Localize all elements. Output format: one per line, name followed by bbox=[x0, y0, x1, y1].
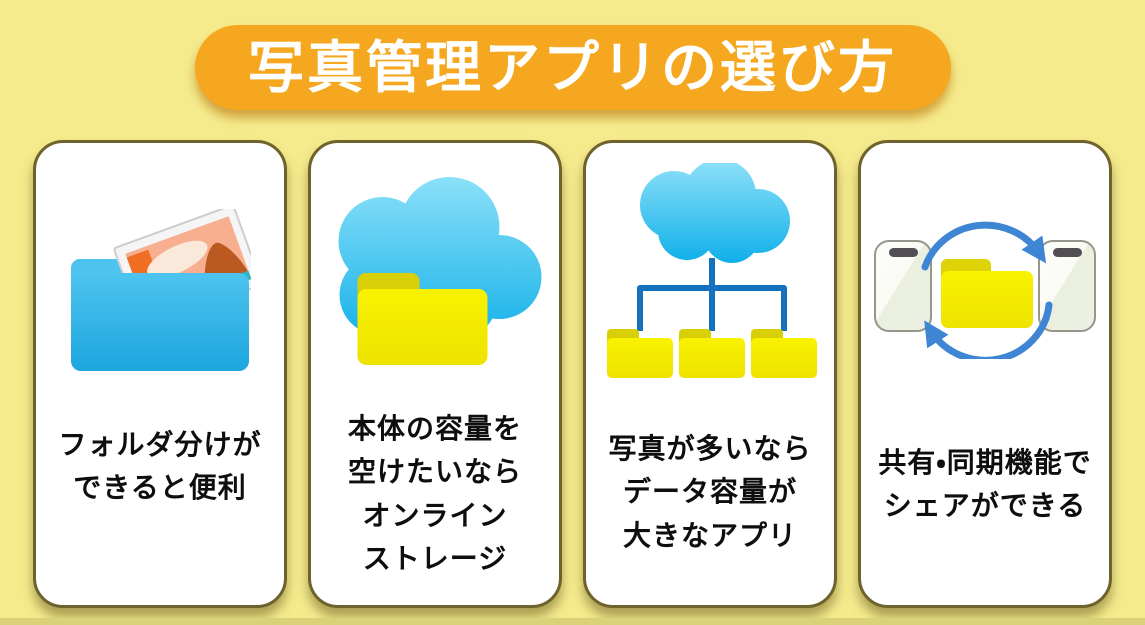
card-online-storage: 本体の容量を 空けたいなら オンライン ストレージ bbox=[308, 140, 562, 608]
cloud-folder-icon bbox=[328, 177, 543, 374]
folder-with-photo-icon bbox=[69, 204, 263, 384]
caption-line: できると便利 bbox=[73, 472, 247, 504]
card-caption: 共有・同期機能で シェアができる bbox=[861, 441, 1109, 528]
caption-line: データ容量が bbox=[622, 476, 797, 508]
phones-sync-folder-icon bbox=[873, 219, 1097, 364]
bottom-edge-strip bbox=[0, 618, 1145, 625]
card-folder-sort: フォルダ分けが できると便利 bbox=[33, 140, 287, 608]
card-caption: 本体の容量を 空けたいなら オンライン ストレージ bbox=[311, 407, 559, 581]
page-title: 写真管理アプリの選び方 bbox=[248, 35, 897, 99]
caption-line: 写真が多いなら bbox=[608, 433, 812, 464]
caption-line: オンライン bbox=[362, 499, 508, 531]
card-caption: フォルダ分けが できると便利 bbox=[36, 423, 284, 510]
card-data-capacity: 写真が多いなら データ容量が 大きなアプリ bbox=[583, 140, 837, 608]
card-caption: 写真が多いなら データ容量が 大きなアプリ bbox=[586, 427, 834, 557]
cards-row: フォルダ分けが できると便利 bbox=[33, 140, 1112, 608]
caption-line: 本体の容量を bbox=[347, 413, 522, 444]
caption-line: フォルダ分けが bbox=[58, 429, 262, 460]
title-banner: 写真管理アプリの選び方 bbox=[194, 25, 951, 110]
caption-line: 共有・同期機能で bbox=[878, 447, 1092, 478]
caption-line: シェアができる bbox=[883, 490, 1087, 522]
caption-line: 大きなアプリ bbox=[622, 519, 797, 551]
caption-line: ストレージ bbox=[362, 543, 508, 575]
card-share-sync: 共有・同期機能で シェアができる bbox=[858, 140, 1112, 608]
cloud-folder-tree-icon bbox=[590, 159, 830, 383]
caption-line: 空けたいなら bbox=[347, 456, 522, 488]
